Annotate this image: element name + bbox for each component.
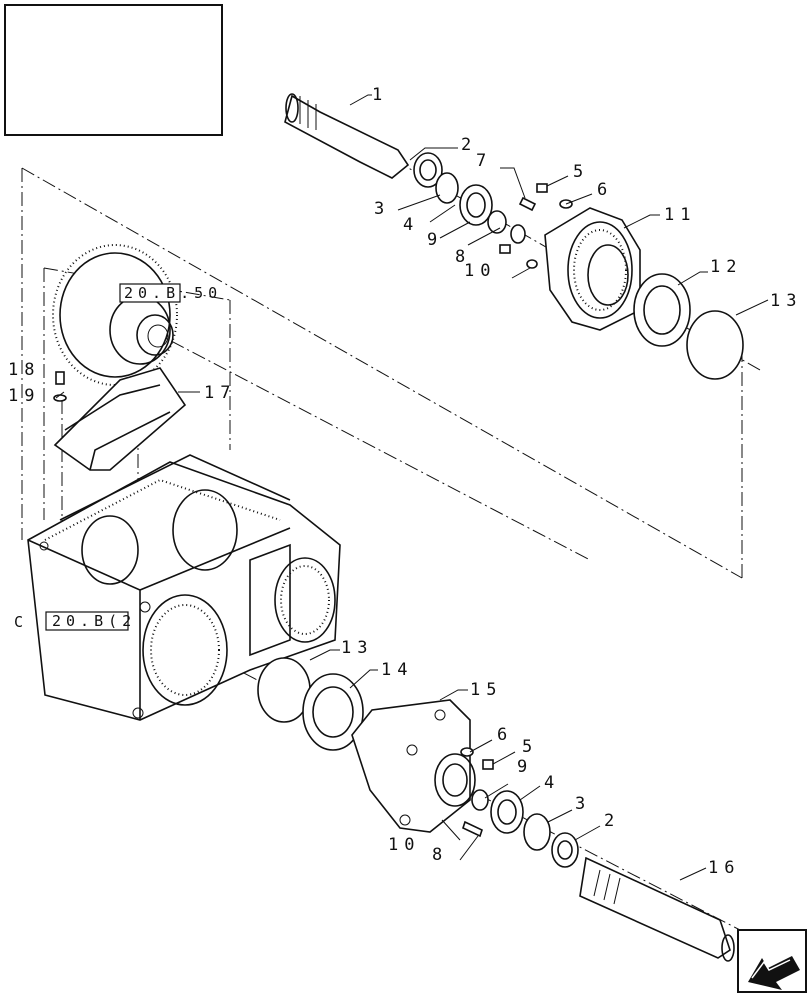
gear-reference: 20.B.50 [119,283,222,303]
callout-labels: 1 2 3 4 5 6 7 8 9 10 11 12 13 13 14 15 1… [8,85,802,878]
bolt-5-top [536,183,548,193]
bearing-4-bottom [490,790,524,834]
callout-13-bottom: 13 [341,638,373,658]
case-reference: C 20.B(2 [14,611,136,631]
callout-16: 16 [708,858,740,878]
callout-6-top: 6 [597,180,613,200]
bolt-10-bottom [462,820,483,838]
callout-3-bottom: 3 [575,794,591,814]
seal-2-bottom [551,832,579,868]
bolt-10-top [499,244,538,269]
snap-ring-3-bottom [523,813,551,851]
callout-17: 17 [204,383,236,403]
callout-14: 14 [381,660,413,680]
callout-5-bottom: 5 [522,737,538,757]
gear-reference-text: 20.B.50 [124,284,222,302]
callout-4-top: 4 [403,215,419,235]
callout-1: 1 [372,85,388,105]
bearing-housing-11 [544,207,641,331]
callout-15: 15 [470,680,502,700]
callout-13-top: 13 [770,291,802,311]
bearing-4-top [459,184,493,226]
callout-6-bottom: 6 [497,725,513,745]
callout-10-bottom: 10 [388,835,420,855]
callout-2-top: 2 [461,135,477,155]
o-ring-13-bottom [257,657,311,723]
bolt-5-bottom [482,759,494,770]
callout-9-bottom: 9 [517,757,533,777]
callout-18: 18 [8,360,40,380]
case-reference-prefix: C [14,613,28,631]
next-page-arrow-icon[interactable] [737,929,807,993]
seal-12 [633,273,691,347]
callout-19: 19 [8,386,40,406]
snap-ring-9-bottom [471,789,489,811]
snap-ring-9-top [487,210,507,234]
o-ring-13-top [686,310,744,380]
washer-19 [53,394,67,402]
bolt-7 [518,196,537,212]
callout-3-top: 3 [374,199,390,219]
callout-8-bottom: 8 [432,845,448,865]
callout-7: 7 [476,151,492,171]
leader-lines [55,94,769,881]
snap-ring-8-top [510,224,526,244]
shaft-1 [284,93,410,179]
callout-2-bottom: 2 [604,811,620,831]
cover-plate [53,367,187,471]
shaft-16 [579,856,735,962]
gearbox-housing [27,454,341,721]
title-frame [4,4,223,136]
callout-8-top: 8 [455,247,471,267]
callout-9-top: 9 [427,230,443,250]
case-reference-text: 20.B(2 [52,612,136,630]
bolt-18 [55,371,65,385]
snap-ring-3-top [435,172,459,204]
callout-4-bottom: 4 [544,773,560,793]
bearing-housing-15 [351,699,476,833]
drive-gear [52,244,178,386]
callout-12: 12 [710,257,742,277]
washer-6-bottom [460,747,474,757]
seal-2-top [413,152,443,188]
seal-14 [302,673,364,751]
callout-5-top: 5 [573,162,589,182]
callout-10-top: 10 [464,261,496,281]
callout-11: 11 [664,205,696,225]
